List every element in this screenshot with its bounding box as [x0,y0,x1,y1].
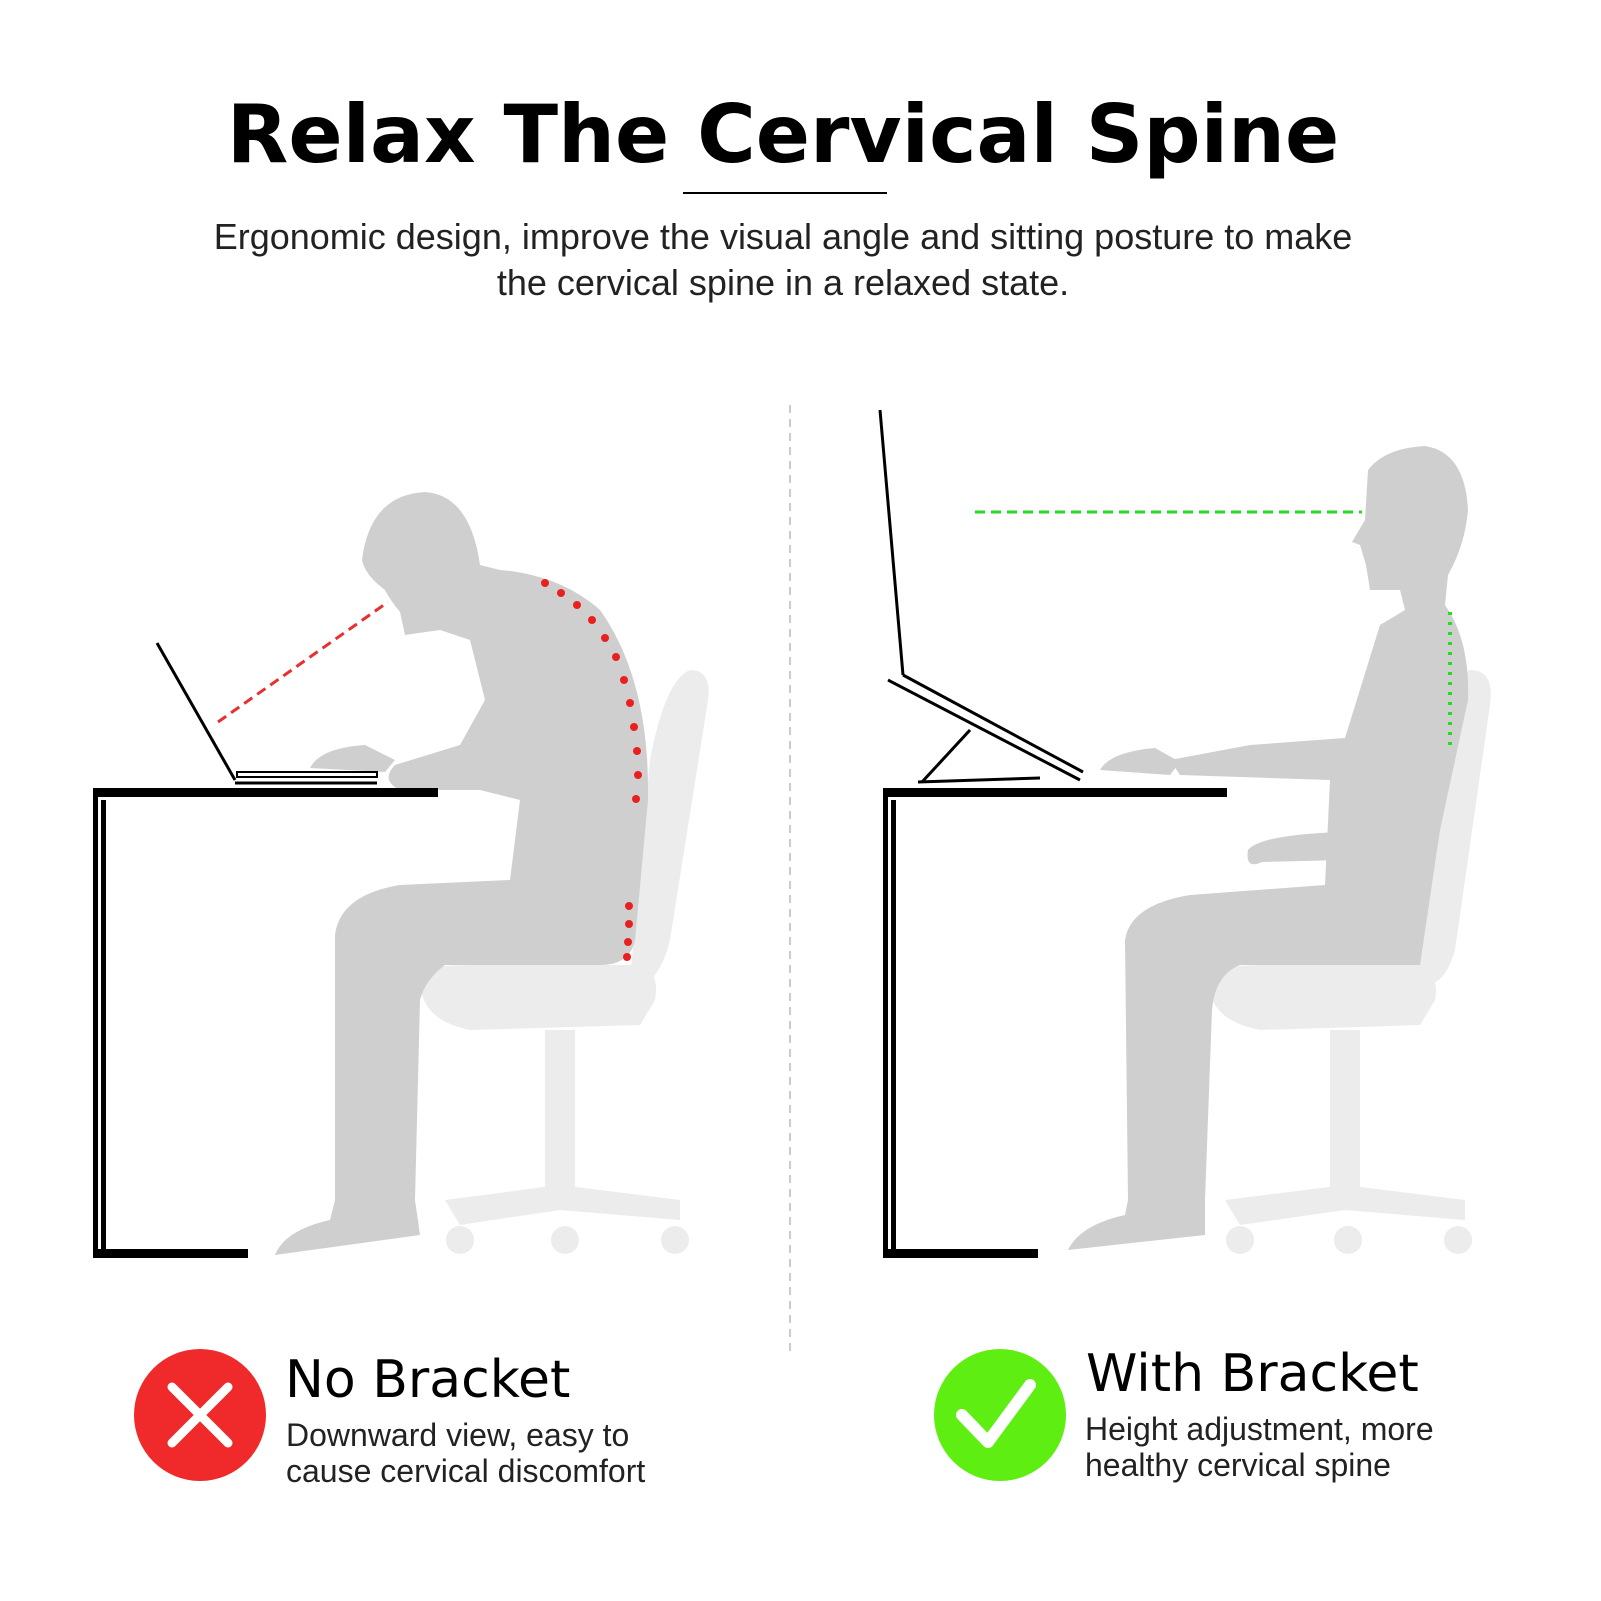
right-person-silhouette [1068,446,1469,1250]
subtitle-line-1: Ergonomic design, improve the visual ang… [213,216,1353,257]
with-bracket-desc-line-1: Height adjustment, more [1085,1411,1434,1447]
check-mark-icon [934,1349,1066,1481]
left-desk [93,788,438,1258]
left-downward-sightline [217,600,389,724]
page-title: Relax The Cervical Spine [226,88,1340,181]
with-bracket-description: Height adjustment, more healthy cervical… [1085,1411,1434,1483]
right-scene-with-bracket [878,409,1491,1258]
right-laptop-on-stand [878,409,1084,784]
left-curved-spine-dots [541,579,642,961]
left-person-silhouette [275,492,649,1255]
left-scene-no-bracket [93,492,709,1258]
no-bracket-title: No Bracket [285,1350,571,1410]
no-bracket-desc-line-1: Downward view, easy to [286,1417,630,1453]
no-bracket-description: Downward view, easy to cause cervical di… [286,1417,645,1489]
no-bracket-desc-line-2: cause cervical discomfort [286,1453,646,1489]
subtitle: Ergonomic design, improve the visual ang… [100,214,1466,306]
subtitle-line-2: the cervical spine in a relaxed state. [496,262,1070,303]
right-chair [1210,670,1491,1254]
left-chair [420,670,709,1254]
with-bracket-desc-line-2: healthy cervical spine [1085,1447,1391,1483]
left-laptop [155,642,378,785]
with-bracket-title: With Bracket [1086,1344,1419,1404]
title-underline [683,192,887,194]
right-desk [883,788,1227,1258]
x-mark-icon [134,1349,266,1481]
